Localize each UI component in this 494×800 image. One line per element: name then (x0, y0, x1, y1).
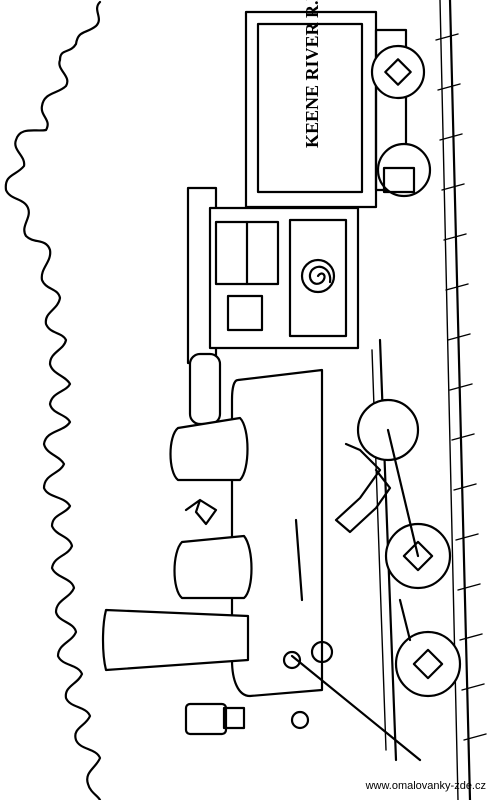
piston-linkage (334, 442, 392, 534)
smokebox-bolt (290, 710, 310, 730)
tender-wheel-rear (376, 142, 432, 198)
cab-door-panel (288, 218, 348, 338)
side-rod (386, 428, 420, 558)
tender-panel (256, 22, 364, 194)
sign-text-group: KEENE RIVER R.R. (302, 0, 322, 148)
tender-sign-text: KEENE RIVER R.R. (302, 0, 322, 148)
cab-body (208, 206, 360, 350)
tender-body (244, 10, 378, 209)
tender-wheel-front-hub (384, 58, 412, 86)
rail-ties (435, 33, 487, 741)
handrail (294, 518, 304, 602)
headlight-lens (222, 706, 246, 730)
sand-dome (173, 534, 253, 600)
tender-wheel-front (370, 44, 426, 100)
tender-coupler (382, 166, 416, 194)
watermark-text: www.omalovanky-zde.cz (365, 780, 486, 792)
drive-wheel-3-hub (412, 648, 444, 680)
steam-dome (169, 416, 249, 482)
rail-outer (448, 0, 472, 800)
drive-wheel-3 (394, 630, 462, 698)
cab-front-ledge (188, 352, 222, 426)
gauge-dial (310, 640, 334, 664)
pilot-pipe (290, 654, 422, 762)
swirl-ornament (300, 258, 336, 294)
smokestack (101, 608, 250, 672)
headlight (184, 702, 228, 736)
tree-outline (4, 0, 102, 800)
rod-rear (398, 598, 412, 642)
bell-whistle (184, 498, 218, 526)
cab-window-small (226, 294, 264, 332)
drive-wheel-2-hub (402, 540, 434, 572)
pilot-pipe-end (282, 650, 302, 670)
